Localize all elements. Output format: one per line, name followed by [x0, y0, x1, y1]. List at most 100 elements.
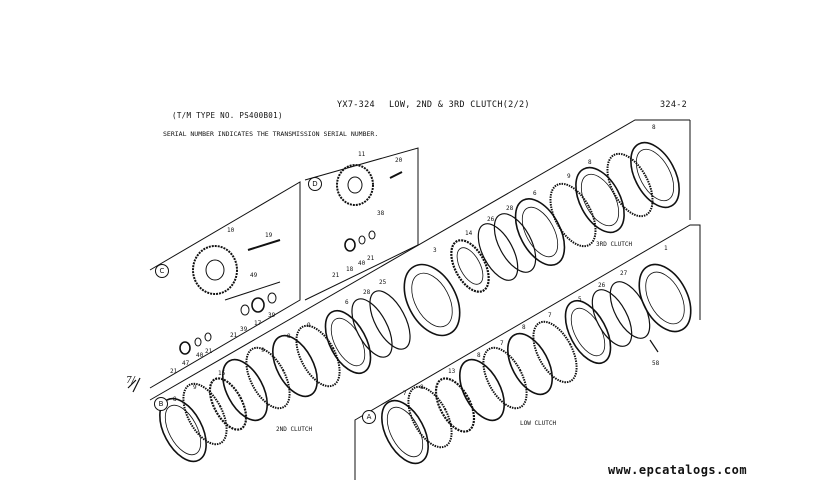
handwritten-mark: 7/ [126, 376, 135, 386]
tm-type: (T/M TYPE NO. PS400B01) [172, 111, 283, 120]
page-number: 324-2 [660, 100, 688, 110]
part-number: 8 [173, 396, 177, 403]
housing-1-inner [645, 271, 685, 325]
part-number: 9 [261, 347, 265, 354]
part-number: 7 [500, 340, 504, 347]
gear-11 [336, 164, 374, 206]
website-url[interactable]: www.epcatalogs.com [608, 463, 748, 477]
part-number: 9 [193, 384, 197, 391]
part-number: 8 [588, 159, 592, 166]
plate-low-7b [482, 346, 528, 410]
part-number: 7 [403, 390, 407, 397]
frame-lower [354, 224, 701, 480]
plate-3rd-9 [606, 152, 654, 218]
part-number: 8 [477, 352, 481, 359]
part-number: 7 [548, 312, 552, 319]
frame-upper [149, 119, 690, 401]
ring-low-26 [591, 289, 633, 347]
part-number: 17 [254, 320, 262, 327]
plate-3rd-8a [630, 141, 680, 209]
section-a-label: A [362, 410, 376, 424]
bearing-17 [251, 297, 265, 313]
hub-13 [434, 377, 476, 433]
part-number: 8 [287, 333, 291, 340]
part-number: 8 [652, 124, 656, 131]
handwritten-stroke [127, 377, 141, 393]
pin-20 [389, 171, 403, 179]
ring-2nd-25 [369, 290, 411, 350]
third-clutch-label: 3RD CLUTCH [596, 241, 633, 248]
part-number: 27 [620, 270, 628, 277]
part-number: 18 [346, 266, 354, 273]
gear-10-hub [205, 259, 225, 281]
part-number: 19 [265, 232, 273, 239]
part-number: 28 [363, 289, 371, 296]
second-clutch-label: 2ND CLUTCH [276, 426, 313, 433]
inset-c-frame [149, 181, 301, 389]
part-number: 8 [420, 384, 424, 391]
serial-note: SERIAL NUMBER INDICATES THE TRANSMISSION… [163, 130, 379, 138]
part-number: 6 [533, 190, 537, 197]
part-number: 20 [395, 157, 403, 164]
shaft-49 [224, 281, 281, 301]
plate-2nd-8b [222, 358, 268, 422]
bearing-18 [344, 238, 356, 252]
gear-11-hub [347, 176, 363, 194]
part-number: 38 [377, 210, 385, 217]
part-number: 21 [367, 255, 375, 262]
part-number: 26 [487, 216, 495, 223]
section-d-label: D [308, 177, 322, 191]
part-number: 1 [664, 245, 668, 252]
ring-3rd-28 [493, 213, 537, 273]
part-number: 21 [332, 272, 340, 279]
inset-d-frame [304, 147, 419, 301]
hub-14 [450, 239, 490, 293]
part-number: 9 [307, 322, 311, 329]
part-number: 3 [433, 247, 437, 254]
ring-3rd-26 [477, 223, 519, 281]
plate-2nd-9c [182, 382, 228, 446]
plate-low-8c-inner [386, 406, 424, 458]
piston-low-5 [564, 300, 612, 364]
plate-2nd-9a [295, 324, 341, 388]
part-number: 39 [268, 312, 276, 319]
part-number: 25 [379, 279, 387, 286]
washer-40 [194, 337, 202, 347]
plate-3rd-9b [549, 182, 597, 248]
part-number: 28 [506, 205, 514, 212]
plate-2nd-8a [272, 334, 318, 398]
gear-10 [192, 245, 238, 295]
piston-2nd-6 [324, 310, 372, 374]
part-number: 9 [567, 173, 571, 180]
part-number: 26 [598, 282, 606, 289]
piston-3rd-6 [514, 198, 566, 266]
page-code: YX7-324 [337, 100, 375, 110]
plate-low-8b [459, 358, 505, 422]
plate-low-8a [507, 332, 553, 396]
plate-3rd-8b-inner [580, 173, 620, 227]
housing-3-inner [411, 272, 453, 328]
part-number: 40 [358, 260, 366, 267]
pin-19 [247, 239, 281, 251]
plate-low-7c [407, 385, 453, 449]
part-number: 13 [448, 368, 456, 375]
plate-3rd-8b [575, 166, 625, 234]
page-title: LOW, 2ND & 3RD CLUTCH(2/2) [389, 100, 530, 110]
bolt-58 [649, 339, 659, 353]
washer-40-d [358, 235, 366, 245]
washer-21-d [368, 230, 376, 240]
part-number: 21 [230, 332, 238, 339]
washer-39a [240, 304, 250, 316]
part-number: 47 [182, 360, 190, 367]
part-number: 40 [196, 352, 204, 359]
part-number: 15 [218, 370, 226, 377]
part-number: 6 [345, 299, 349, 306]
housing-3 [403, 263, 461, 337]
part-number: 58 [652, 360, 660, 367]
section-b-label: B [154, 397, 168, 411]
plate-2nd-9b [245, 346, 291, 410]
housing-1 [638, 263, 692, 333]
washer-39b [267, 292, 277, 304]
piston-low-5-inner [570, 307, 606, 357]
